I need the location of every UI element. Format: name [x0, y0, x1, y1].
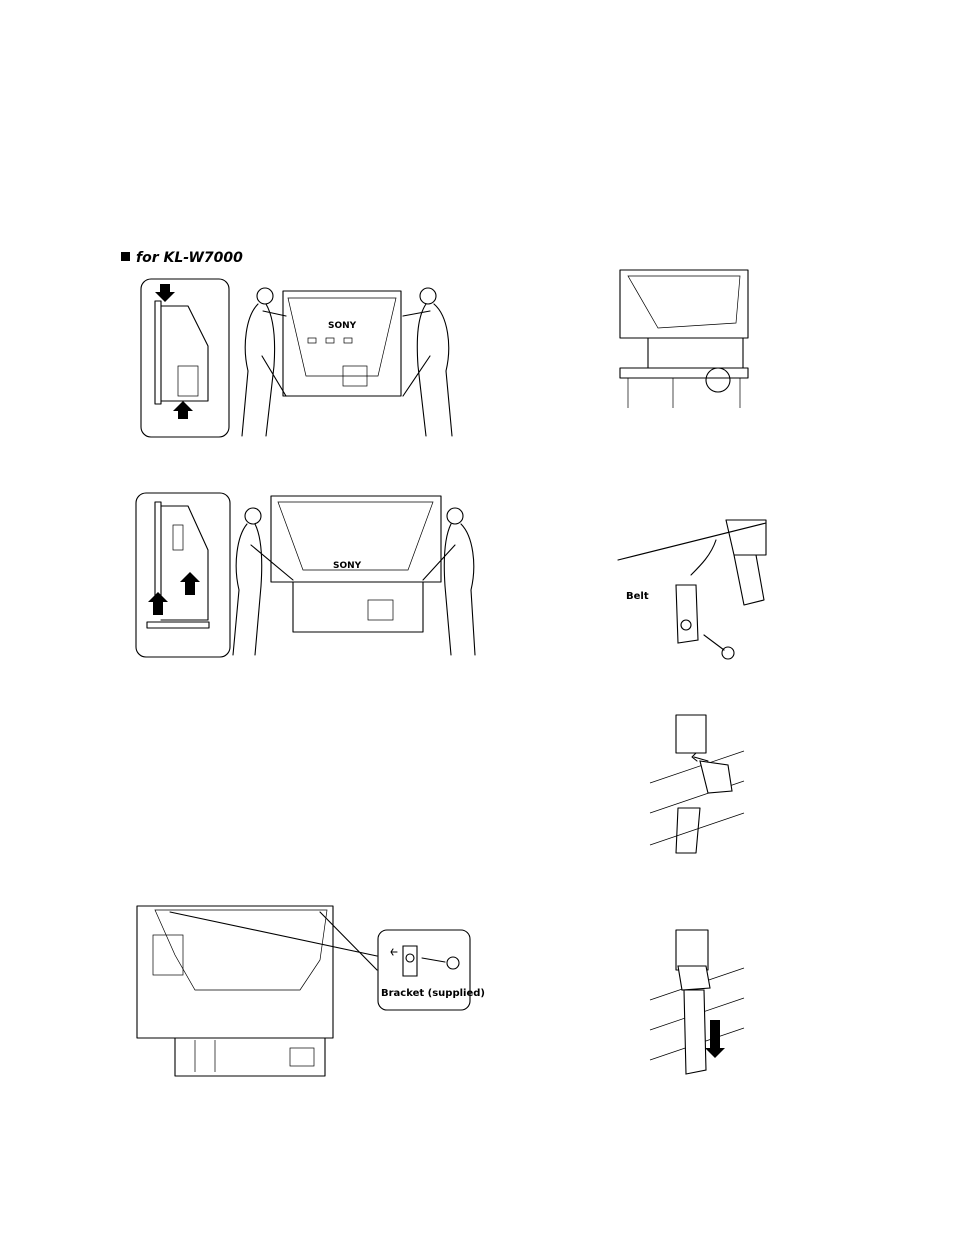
inset-frame: [136, 493, 230, 657]
left-carrier-person: [242, 288, 286, 436]
tv-rear-view: [137, 906, 333, 1076]
down-arrow-icon: [155, 284, 175, 302]
left-arrow-icon: [692, 753, 708, 761]
bracket-icon: [403, 946, 417, 976]
tv-logo: SONY: [333, 561, 362, 571]
figure-carrying-tv-rear: SONY: [138, 276, 468, 441]
section-heading-text: for KL-W7000: [136, 250, 243, 266]
right-carrier-person: [403, 288, 452, 436]
clip-icon: [700, 761, 732, 793]
belt-strap: [684, 990, 706, 1074]
pointer-lines: [170, 912, 377, 970]
tv-logo: SONY: [328, 321, 357, 331]
up-arrow-icon: [180, 572, 200, 595]
figure-tv-on-stand: [618, 268, 750, 408]
up-arrow-icon: [173, 401, 193, 419]
bracket-label: Bracket (supplied): [381, 988, 485, 999]
tv-rear-view: [283, 291, 401, 396]
figure-belt-pull: [648, 928, 748, 1076]
screw-icon: [422, 958, 445, 962]
belt-detail-circle: [706, 368, 730, 392]
side-view-tv-icon: [155, 301, 208, 404]
down-arrow-icon: [705, 1020, 725, 1058]
square-bullet-icon: [121, 252, 130, 261]
belt-plate: [676, 585, 698, 643]
figure-belt-clip: [648, 713, 748, 855]
figure-belt-screw: [616, 515, 784, 665]
left-arrow-icon: [391, 949, 397, 955]
belt-strap: [676, 808, 700, 853]
figure-carrying-tv-front: SONY: [133, 490, 478, 660]
belt-label: Belt: [626, 591, 649, 602]
section-heading: for KL-W7000: [121, 249, 243, 267]
screw-icon: [704, 635, 724, 650]
up-arrow-icon: [148, 592, 168, 615]
